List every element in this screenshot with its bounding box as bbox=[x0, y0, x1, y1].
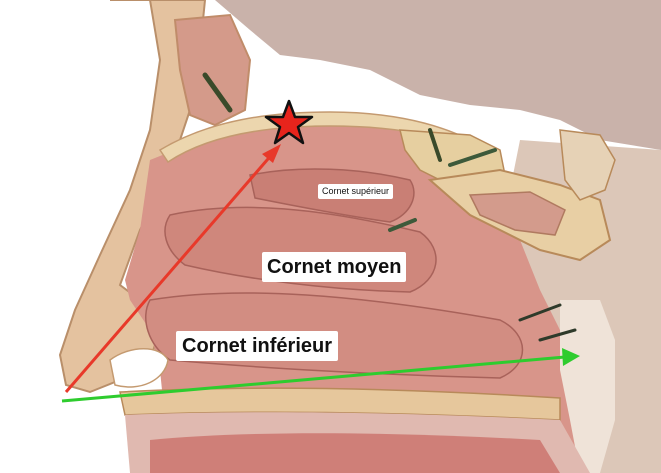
label-inferior-turbinate: Cornet inférieur bbox=[176, 331, 338, 361]
tongue bbox=[150, 433, 560, 473]
label-middle-turbinate: Cornet moyen bbox=[262, 252, 406, 282]
label-superior-turbinate: Cornet supérieur bbox=[318, 184, 393, 199]
